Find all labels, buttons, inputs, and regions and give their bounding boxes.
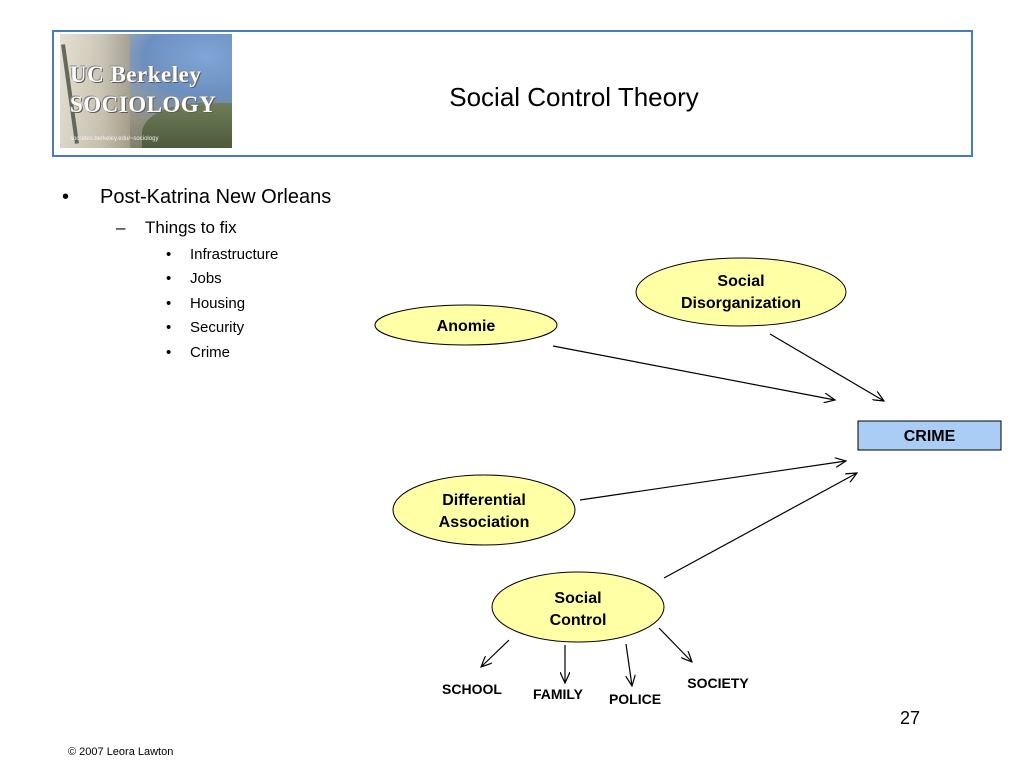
bullet-marker: • [62, 186, 70, 208]
node-ellipse [392, 474, 576, 546]
arrow-disorganization-to-crime [769, 333, 884, 401]
node-anomie: Anomie [374, 304, 558, 346]
bullet-marker: • [166, 270, 172, 287]
output-label-police: POLICE [609, 691, 661, 707]
node-box [857, 420, 1002, 451]
output-label-society: SOCIETY [687, 675, 749, 691]
logo-line-2: SOCIOLOGY [70, 92, 217, 117]
bullet-marker: • [166, 246, 172, 263]
bullet-text: Post-Katrina New Orleans [100, 186, 332, 208]
bullet-text: Jobs [190, 270, 222, 287]
node-social-disorganization: Social Disorganization [635, 257, 847, 327]
bullet-marker: – [116, 218, 126, 237]
bullet-marker: • [166, 344, 172, 361]
bullet-text: Things to fix [145, 218, 237, 237]
output-label-school: SCHOOL [442, 681, 502, 697]
uc-berkeley-sociology-logo: UC Berkeley SOCIOLOGY socrates.berkeley.… [60, 34, 232, 148]
bullet-marker: • [166, 319, 172, 336]
node-label-line-1: Differential [442, 492, 526, 509]
arrow-control-to-police [625, 643, 632, 686]
bullet-text: Infrastructure [190, 246, 279, 263]
bullet-text: Security [190, 319, 245, 336]
output-label-family: FAMILY [533, 686, 584, 702]
node-social-control: Social Control [491, 571, 665, 643]
node-label-line-1: Anomie [437, 318, 496, 335]
node-differential-association: Differential Association [392, 474, 576, 546]
node-label-line-2: Association [439, 514, 530, 531]
node-label-line-2: Disorganization [681, 295, 801, 312]
bullet-marker: • [166, 295, 172, 312]
node-ellipse [635, 257, 847, 327]
bullet-text: Crime [190, 344, 230, 361]
slide-title: Social Control Theory [449, 82, 699, 112]
page-number: 27 [900, 708, 921, 728]
arrow-control-to-school [481, 639, 510, 667]
arrow-control-to-society [658, 627, 692, 662]
node-ellipse [491, 571, 665, 643]
node-crime: CRIME [857, 420, 1002, 451]
node-label-line-1: Social [717, 273, 764, 290]
node-ellipse [374, 304, 558, 346]
bullet-text: Housing [190, 295, 246, 312]
footer-copyright: © 2007 Leora Lawton [68, 746, 174, 758]
arrow-control-to-crime [663, 473, 857, 579]
arrow-differential-to-crime [579, 461, 846, 501]
node-label-line-1: CRIME [904, 428, 956, 445]
logo-fine-print: socrates.berkeley.edu/~sociology [70, 136, 159, 142]
node-label-line-2: Control [550, 612, 607, 629]
header-box: UC Berkeley SOCIOLOGY socrates.berkeley.… [52, 30, 973, 157]
arrow-anomie-to-crime [552, 345, 835, 400]
logo-line-1: UC Berkeley [70, 62, 202, 87]
node-label-line-1: Social [554, 590, 601, 607]
